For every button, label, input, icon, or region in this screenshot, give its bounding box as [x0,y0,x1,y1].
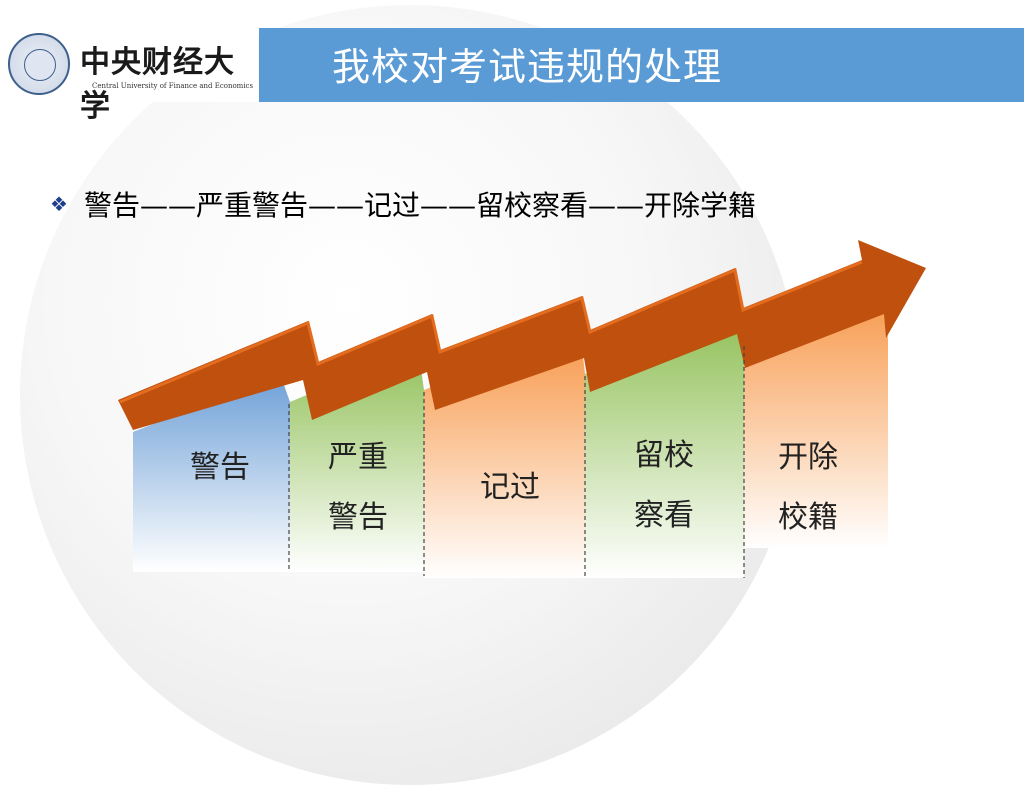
university-logo: 中央财经大学 Central University of Finance and… [0,28,258,124]
step-arrow [118,240,926,430]
penalty-step-diagram [118,240,926,578]
step-label-probation: 留校 察看 [634,438,694,533]
bullet-item: ❖ 警告——严重警告——记过——留校察看——开除学籍 [50,184,756,224]
university-seal-icon [8,33,70,95]
step-block-probation [585,312,744,578]
step-label-demerit: 记过 [480,470,540,505]
step-arrow-highlight [119,260,863,404]
logo-english-name: Central University of Finance and Econom… [92,82,254,90]
diamond-bullet-icon: ❖ [50,192,68,216]
step-label-warning: 警告 [190,450,250,485]
step-label-serious-warning: 严重 警告 [328,440,388,535]
logo-chinese-name: 中央财经大学 [80,45,235,124]
bullet-text: 警告——严重警告——记过——留校察看——开除学籍 [84,189,757,222]
title-bar [259,28,1024,102]
step-label-expulsion: 开除 校籍 [778,440,838,535]
slide-title: 我校对考试违规的处理 [332,45,723,89]
step-block-warning [133,374,290,572]
